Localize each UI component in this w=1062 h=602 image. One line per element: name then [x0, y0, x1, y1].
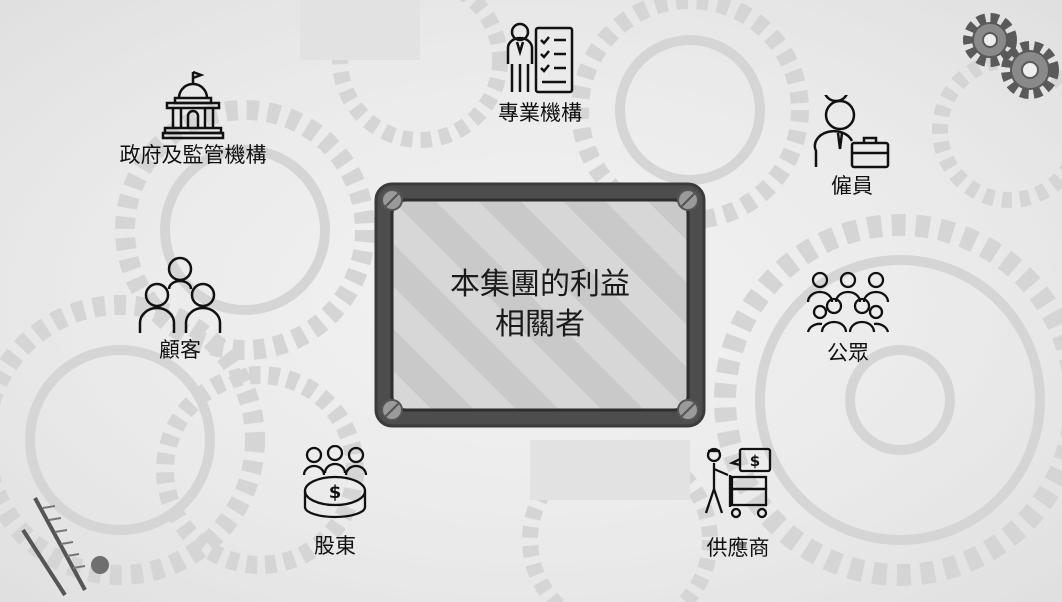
center-title-line2: 相關者 [495, 307, 585, 342]
professional-label: 專業機構 [498, 101, 582, 125]
government-building-icon [161, 70, 225, 140]
stakeholder-customers: 顧客 [130, 255, 230, 363]
stakeholder-shareholders: $ 股東 [290, 445, 380, 559]
supplier-dollar-sign: $ [750, 452, 760, 470]
stakeholder-employees: 僱員 [802, 95, 902, 199]
employee-briefcase-icon [813, 95, 890, 169]
suppliers-label: 供應商 [706, 536, 770, 560]
public-crowd-icon [806, 271, 890, 333]
screws-icon [21, 497, 109, 597]
customers-group-icon [138, 256, 222, 333]
plaque-frame [374, 182, 706, 428]
shareholders-dollar-table-icon: $ [302, 445, 368, 519]
government-label: 政府及監管機構 [119, 143, 267, 167]
stakeholder-suppliers: $ 供應商 [688, 445, 788, 561]
professional-checklist-icon [506, 22, 574, 94]
customers-label: 顧客 [159, 338, 201, 362]
shareholders-label: 股東 [314, 534, 356, 558]
stakeholder-government: 政府及監管機構 [98, 70, 288, 168]
stakeholder-public: 公眾 [798, 268, 898, 366]
dollar-sign: $ [329, 482, 342, 503]
center-title-line1: 本集團的利益 [450, 267, 630, 302]
employees-label: 僱員 [831, 174, 873, 198]
center-title: 本集團的利益 相關者 [372, 180, 708, 430]
gears-icon [963, 13, 1059, 99]
center-plaque: 本集團的利益 相關者 [372, 180, 708, 430]
stakeholder-professional: 專業機構 [475, 20, 605, 126]
supplier-cart-icon: $ [704, 447, 772, 519]
public-label: 公眾 [827, 341, 869, 365]
